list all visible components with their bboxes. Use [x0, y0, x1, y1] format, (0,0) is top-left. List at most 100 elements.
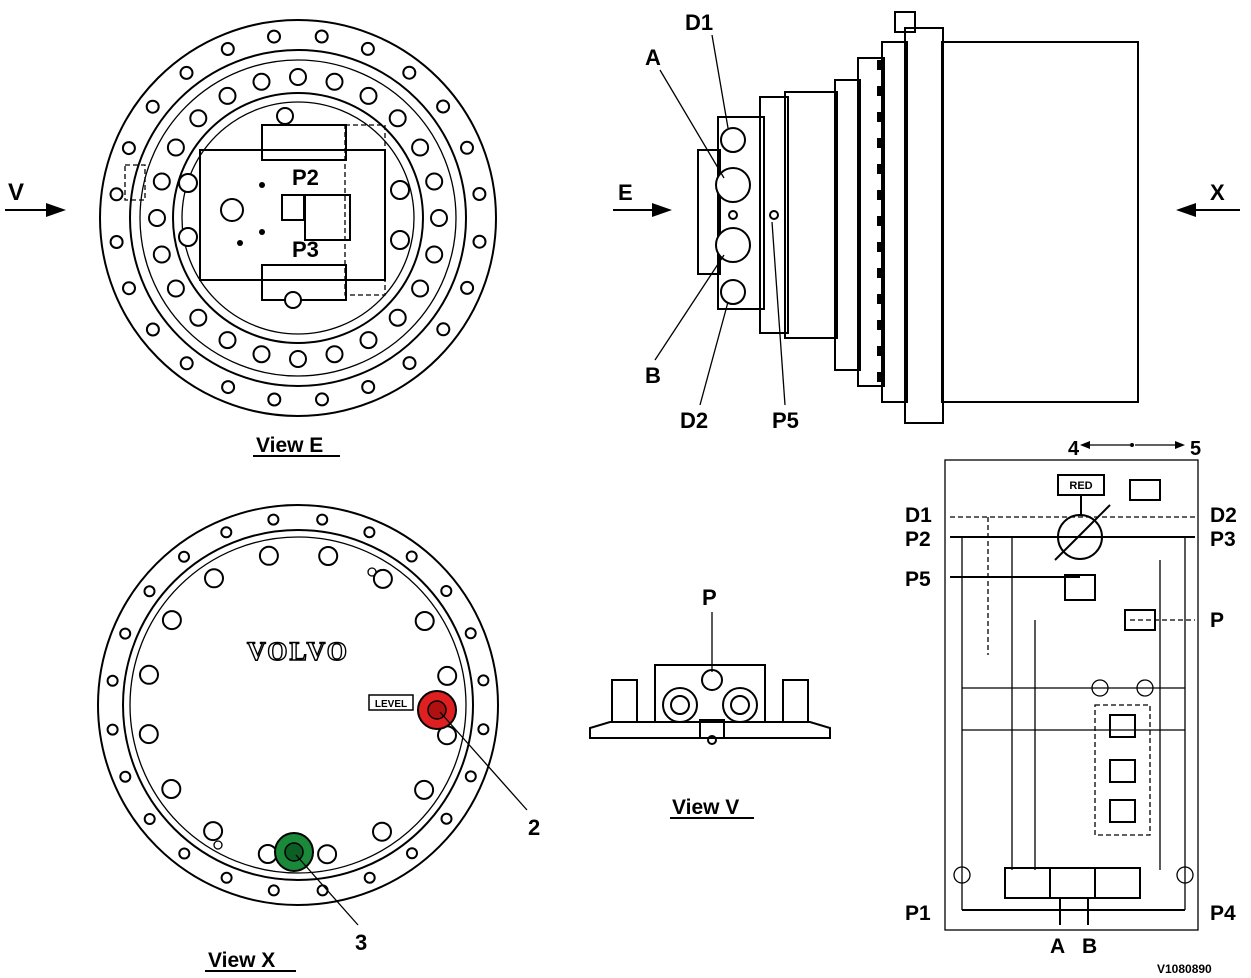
leader-d1	[711, 34, 729, 129]
bolt	[372, 821, 392, 842]
bolt	[178, 550, 190, 563]
bolt	[122, 281, 136, 296]
bolt	[372, 568, 393, 589]
bolt	[325, 72, 344, 91]
level-tag: LEVEL	[375, 699, 407, 710]
bolt	[109, 187, 124, 202]
bolt	[402, 356, 417, 371]
schematic-label-p3: P3	[1210, 528, 1236, 551]
flange-bolt-head	[877, 320, 885, 330]
figure-id: V1080890	[1157, 962, 1212, 976]
bolt	[460, 280, 475, 295]
drain-plug	[274, 832, 314, 872]
bolt	[363, 871, 376, 884]
bolt	[267, 513, 280, 526]
bolt	[440, 585, 453, 597]
volvo-logo: VOLVO	[247, 637, 349, 666]
bolt	[406, 847, 418, 860]
bolt	[316, 513, 329, 526]
bolt	[425, 172, 444, 191]
bolt	[204, 568, 224, 589]
bolt	[166, 138, 185, 157]
bolt	[143, 585, 156, 598]
bolt	[436, 99, 451, 114]
leader-a	[659, 69, 725, 179]
bolt	[178, 847, 191, 860]
bolt	[359, 86, 378, 105]
bolt	[166, 279, 185, 298]
port-label-p5-side: P5	[772, 408, 799, 433]
view-x-title: View X	[208, 949, 275, 972]
view-arrow-label-x: X	[1210, 180, 1225, 205]
callout-4: 4	[1068, 438, 1080, 460]
schematic-label-d1: D1	[905, 504, 932, 527]
bolt	[138, 724, 159, 745]
callout-5: 5	[1190, 438, 1201, 460]
schematic-label-p1: P1	[905, 902, 931, 925]
bolt	[414, 611, 435, 631]
bolt	[203, 821, 224, 842]
view-x-drawing	[97, 504, 499, 906]
reduction-gear-tag: RED	[1069, 480, 1092, 492]
bolt	[289, 350, 307, 368]
bolt	[464, 627, 477, 640]
flange-bolt-head	[877, 372, 885, 382]
view-arrow-label-e: E	[618, 180, 633, 205]
bolt	[405, 550, 418, 563]
bolt	[289, 68, 307, 86]
bolt	[252, 72, 271, 91]
bolt	[267, 29, 281, 44]
bolt	[139, 664, 159, 685]
bolt	[106, 723, 119, 736]
inner-ring-bolts	[148, 68, 448, 368]
view-v-drawing	[589, 664, 831, 745]
bolt	[388, 109, 407, 128]
bolt	[315, 392, 329, 407]
flange-bolt-head	[877, 294, 885, 304]
bolt	[189, 308, 208, 327]
bolt	[161, 779, 182, 799]
port-label-d2-side: D2	[680, 408, 708, 433]
bolt	[477, 674, 490, 687]
bolt	[220, 42, 235, 56]
schematic-label-p: P	[1210, 609, 1224, 632]
flange-bolt-head	[877, 138, 885, 148]
bolt	[363, 526, 376, 539]
bolt	[161, 610, 182, 631]
flange-bolt-head	[877, 242, 885, 252]
bolt	[119, 770, 132, 783]
view-x-arrow	[1176, 203, 1240, 217]
bolt	[179, 65, 194, 80]
schematic-label-p2: P2	[905, 528, 931, 551]
bolt	[477, 723, 490, 736]
port-label-p-view-v: P	[702, 585, 717, 610]
bolt	[189, 109, 208, 128]
bolt	[436, 322, 451, 337]
cover-bolts	[138, 545, 458, 865]
side-view-drawing	[697, 11, 1139, 424]
flange-bolt-head	[877, 216, 885, 226]
bolt	[252, 345, 271, 364]
bolt	[425, 245, 444, 264]
callout-3: 3	[355, 930, 367, 955]
callout-2: 2	[528, 815, 540, 840]
flange-bolt-head	[877, 60, 885, 70]
bolt	[145, 322, 160, 337]
bolt	[218, 331, 237, 350]
bolt	[411, 279, 430, 298]
bolt	[109, 235, 124, 249]
port-label-b-side: B	[645, 363, 661, 388]
flange-bolt-head	[877, 346, 885, 356]
leader-2	[439, 711, 528, 811]
bolt	[388, 308, 407, 327]
schematic-label-a: A	[1050, 935, 1065, 958]
bolt	[316, 884, 329, 897]
flange-bolt-head	[877, 86, 885, 96]
bolt	[460, 140, 474, 155]
bolt	[411, 138, 430, 157]
bolt	[106, 674, 119, 687]
schematic-label-p4: P4	[1210, 902, 1236, 925]
bolt	[317, 844, 338, 865]
port-label-p3: P3	[292, 237, 319, 262]
